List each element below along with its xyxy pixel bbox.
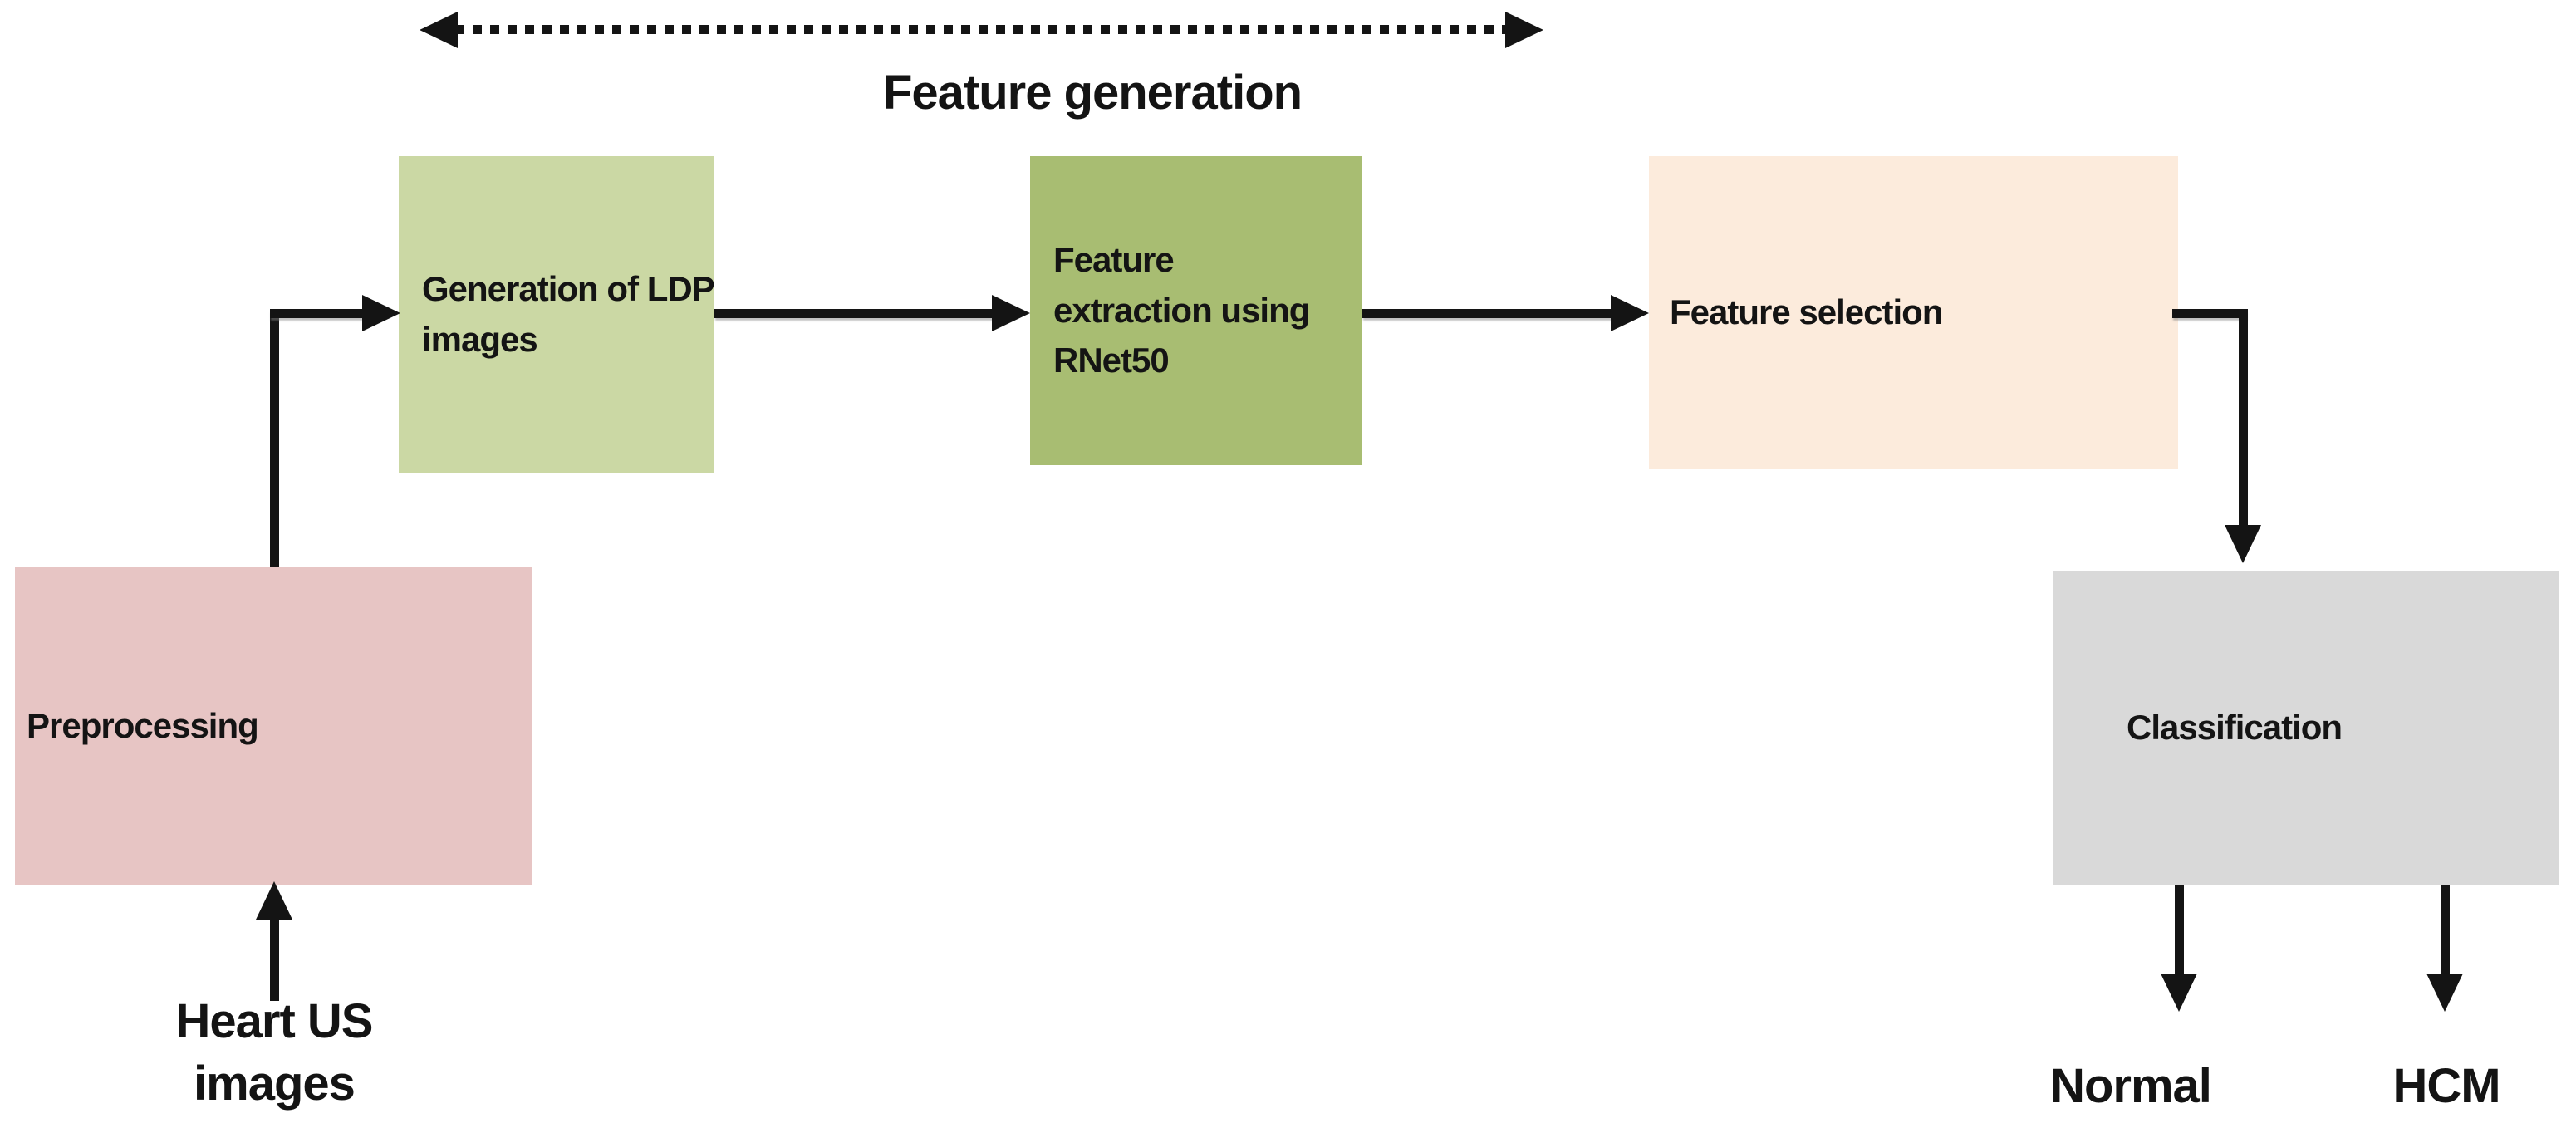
dashed-arrowhead-right-icon [1505,12,1543,48]
arrowhead-right-icon [362,295,400,331]
node-feature-extraction-rnet50: Feature extraction using RNet50 [1030,156,1362,465]
arrowhead-up-icon [256,881,292,920]
arrowhead-right-icon [992,295,1030,331]
output-label-hcm: HCM [2392,1059,2500,1113]
node-feature-selection: Feature selection [1649,156,2178,469]
arrowhead-down-icon [2426,974,2463,1012]
dashed-line [455,25,1509,34]
arrowhead-down-icon [2161,974,2197,1012]
node-preprocessing: Preprocessing [15,567,532,885]
node-generation-of-ldp-images: Generation of LDP images [399,156,715,473]
output-label-normal: Normal [2050,1059,2212,1113]
node-classification: Classification [2053,571,2559,885]
phase-label-feature-generation: Feature generation [882,66,1303,120]
arrowhead-right-icon [1611,295,1649,331]
arrowhead-down-icon [2225,525,2261,563]
dashed-arrowhead-left-icon [420,12,458,48]
input-label-heart-us-images: Heart US images [175,994,374,1111]
